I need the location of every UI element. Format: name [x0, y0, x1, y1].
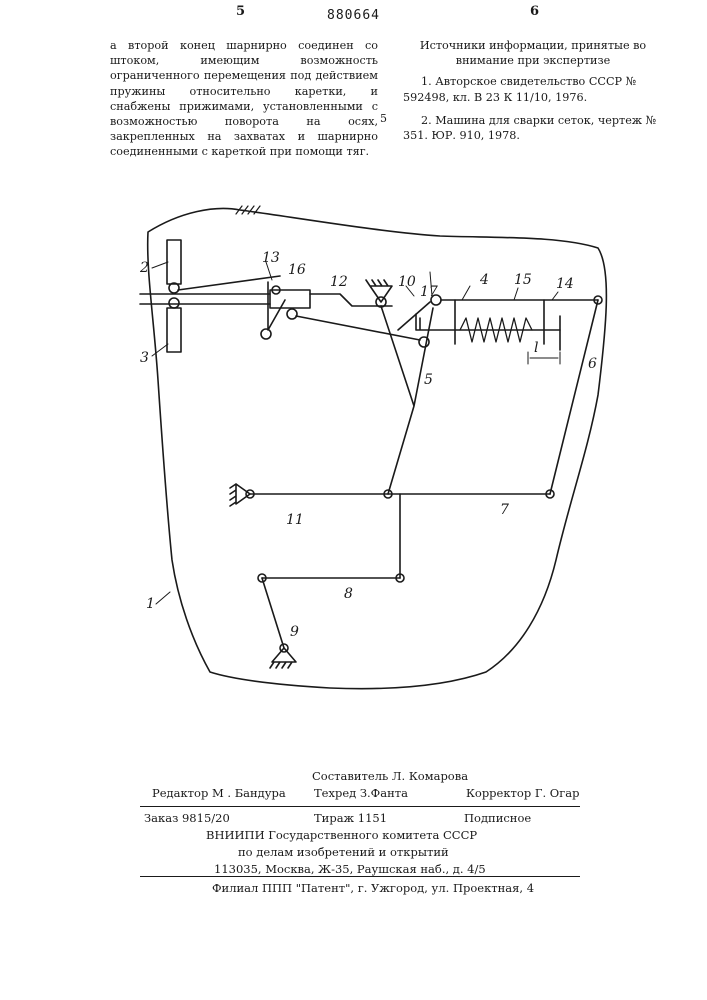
fig-label-4: 4 — [479, 272, 489, 288]
fig-label-7: 7 — [500, 502, 509, 518]
joint-clamp-bottom — [261, 329, 271, 339]
fig-label-9: 9 — [290, 624, 299, 640]
fig-label-6: 6 — [588, 356, 597, 372]
fig-label-3: 3 — [140, 350, 149, 366]
fig-label-8: 8 — [344, 586, 353, 602]
fig-label-dim-l: l — [534, 340, 538, 356]
dimension-l — [528, 352, 560, 364]
link-17 — [398, 302, 430, 330]
circulation: Тираж 1151 — [314, 810, 387, 826]
fig-label-2: 2 — [139, 260, 149, 276]
rule-top — [140, 806, 580, 807]
main-rod — [140, 294, 270, 304]
fig-label-10: 10 — [398, 274, 416, 290]
org-line-3: 113035, Москва, Ж-35, Раушская наб., д. … — [214, 861, 486, 877]
branch-address: Филиал ППП "Патент", г. Ужгород, ул. Про… — [212, 880, 534, 896]
link-6 — [550, 300, 598, 494]
imprint-block: Составитель Л. Комарова Редактор М . Бан… — [130, 768, 600, 802]
pivot-9 — [270, 648, 296, 668]
fig-label-17: 17 — [420, 284, 438, 300]
editor: Редактор М . Бандура — [152, 785, 286, 801]
pivot-10 — [366, 280, 392, 302]
electrode-roller-lower — [169, 298, 179, 308]
subscription: Подписное — [464, 810, 531, 826]
link-13 — [178, 276, 280, 290]
fig-label-11: 11 — [286, 512, 304, 528]
fig-label-1: 1 — [146, 596, 155, 612]
fig-label-5: 5 — [424, 372, 433, 388]
org-line-2: по делам изобретений и открытий — [238, 844, 449, 860]
fig-label-15: 15 — [514, 272, 532, 288]
frame-outline — [148, 208, 607, 688]
imprint-order-block: Заказ 9815/20 Тираж 1151 Подписное ВНИИП… — [130, 810, 600, 878]
org-line-1: ВНИИПИ Государственного комитета СССР — [206, 827, 477, 843]
fig-label-13: 13 — [262, 250, 280, 266]
stop-plate — [455, 300, 560, 350]
corrector: Корректор Г. Огар — [466, 785, 579, 801]
fig-label-12: 12 — [330, 274, 348, 290]
rule-bottom — [140, 876, 580, 877]
leader-lines — [152, 262, 558, 604]
fig-label-14: 14 — [556, 276, 574, 292]
pivot-11 — [230, 484, 250, 506]
techred: Техред З.Фанта — [314, 785, 408, 801]
compiler: Составитель Л. Комарова — [312, 768, 468, 784]
fig-label-16: 16 — [288, 262, 306, 278]
order-number: Заказ 9815/20 — [144, 810, 230, 826]
electrode-2 — [167, 240, 181, 284]
imprint-branch-block: Филиал ППП "Патент", г. Ужгород, ул. Про… — [130, 880, 600, 897]
joint-clamp-right — [287, 309, 297, 319]
lever-9 — [262, 578, 284, 648]
carriage-block — [270, 290, 310, 308]
electrode-3 — [167, 308, 181, 352]
